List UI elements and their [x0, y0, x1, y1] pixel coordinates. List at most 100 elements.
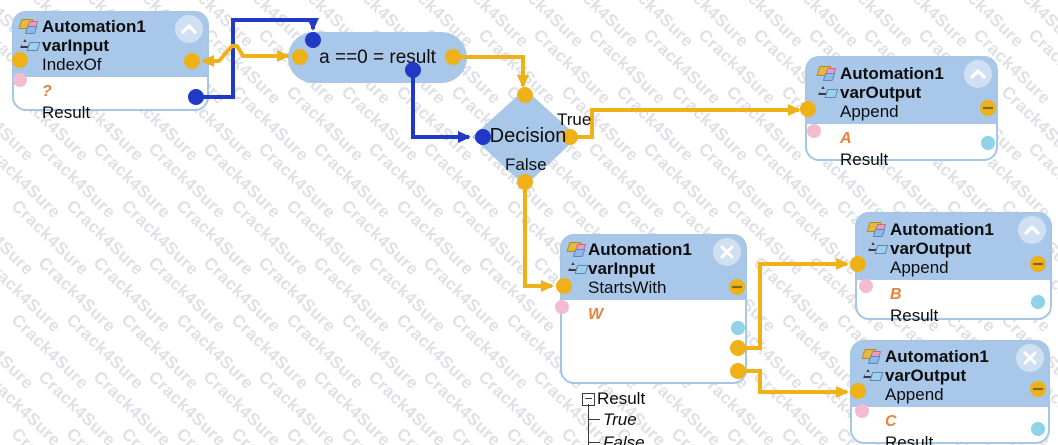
node-title: Automation1	[885, 347, 989, 366]
collapse-icon[interactable]	[175, 15, 203, 43]
port-result-cyan[interactable]	[981, 136, 995, 150]
node-header: Automation1 varOutput Append	[852, 342, 1048, 409]
variable-icon	[567, 261, 589, 277]
connector-true-to-append-a[interactable]	[570, 104, 801, 139]
node-subtitle: varInput	[42, 36, 110, 55]
port-result-cyan[interactable]	[731, 321, 745, 335]
port-decision-top-yellow[interactable]	[517, 87, 533, 103]
port-decision-false-yellow[interactable]	[517, 174, 533, 190]
node-title: Automation1	[840, 64, 944, 83]
node-header: Automation1 varOutput Append	[807, 58, 996, 126]
node-varinput-startswith[interactable]: Automation1 varInput StartsWith W Result…	[560, 234, 747, 445]
node-subtitle: varOutput	[840, 83, 922, 102]
node-title: Automation1	[588, 240, 692, 259]
tree-line	[588, 404, 589, 445]
port-decision-true-yellow[interactable]	[562, 129, 578, 145]
connector-result-to-expression[interactable]	[197, 18, 319, 99]
port-startswith-disabled-yellow[interactable]	[729, 279, 745, 295]
node-varoutput-a[interactable]: Automation1 varOutput Append A Result	[805, 56, 998, 169]
port-expression-right-yellow[interactable]	[445, 49, 461, 65]
port-value-pink[interactable]	[13, 73, 27, 87]
tree-root-label: Result	[597, 389, 646, 408]
decision-true-label: True	[557, 110, 592, 129]
variable-icon	[862, 368, 884, 384]
connector-expression-to-decision-top[interactable]	[453, 55, 529, 88]
decision-node[interactable]	[472, 89, 578, 186]
tree-line	[588, 419, 600, 420]
port-decision-left-blue[interactable]	[475, 129, 491, 145]
port-input-yellow[interactable]	[12, 52, 28, 68]
node-operation: StartsWith	[588, 278, 667, 297]
tree-line	[588, 442, 600, 443]
decision-label: Decision	[489, 125, 567, 147]
tree-child-false: False	[603, 433, 645, 445]
port-output-yellow[interactable]	[184, 53, 200, 69]
node-varoutput-c[interactable]: Automation1 varOutput Append C Result	[850, 340, 1050, 445]
result-tree: Result True False	[562, 390, 745, 445]
port-value-pink[interactable]	[555, 300, 569, 314]
node-operation: IndexOf	[42, 55, 102, 74]
port-value-pink[interactable]	[807, 124, 821, 138]
connector-indexof-expression[interactable]	[201, 44, 290, 67]
result-label: Result	[42, 103, 91, 122]
node-header: Automation1 varOutput Append	[857, 214, 1050, 282]
node-operation: Append	[890, 258, 949, 277]
activity-icon	[866, 221, 887, 237]
port-append-input-yellow[interactable]	[850, 383, 866, 399]
variable-letter: W	[588, 306, 604, 323]
node-title: Automation1	[42, 17, 146, 36]
port-result-cyan[interactable]	[1031, 295, 1045, 309]
node-subtitle: varOutput	[885, 366, 967, 385]
node-title: Automation1	[890, 220, 994, 239]
port-expression-top-blue[interactable]	[305, 32, 321, 48]
port-value-pink[interactable]	[859, 279, 873, 293]
variable-icon	[867, 241, 889, 257]
variable-icon	[817, 85, 839, 101]
node-operation: Append	[885, 385, 944, 404]
node-subtitle: varInput	[588, 259, 656, 278]
port-result-blue[interactable]	[188, 89, 204, 105]
result-label: Result	[840, 150, 889, 169]
port-false-yellow[interactable]	[730, 363, 746, 379]
variable-letter: C	[885, 413, 897, 430]
connector-true-to-append-b[interactable]	[738, 258, 849, 350]
activity-icon	[861, 348, 882, 364]
port-expression-left-yellow[interactable]	[292, 49, 308, 65]
tools-icon[interactable]	[713, 238, 741, 266]
node-subtitle: varOutput	[890, 239, 972, 258]
node-varinput-indexof[interactable]: Automation1 varInput IndexOf ? Result	[12, 11, 209, 122]
variable-letter: B	[890, 286, 902, 303]
result-label: Result	[885, 433, 934, 445]
activity-icon	[566, 241, 587, 257]
port-value-pink[interactable]	[855, 404, 869, 418]
port-append-input-yellow[interactable]	[850, 256, 866, 272]
decision-false-label: False	[505, 155, 547, 174]
tree-child-true: True	[603, 410, 637, 429]
node-varoutput-b[interactable]: Automation1 varOutput Append B Result	[855, 212, 1052, 325]
port-expression-bottom-blue[interactable]	[405, 62, 421, 78]
connector-false-to-append-c[interactable]	[738, 369, 849, 398]
port-result-cyan[interactable]	[1031, 422, 1045, 436]
connector-expression-to-decision[interactable]	[411, 72, 471, 143]
node-operation: Append	[840, 102, 899, 121]
result-label: Result	[890, 306, 939, 325]
node-header: Automation1 varInput StartsWith	[562, 236, 745, 302]
port-append-disabled-yellow[interactable]	[980, 100, 996, 116]
variable-letter: ?	[42, 83, 52, 100]
collapse-expander-icon[interactable]	[582, 392, 595, 406]
connector-false-to-startswith[interactable]	[523, 182, 554, 292]
variable-icon	[19, 38, 41, 54]
port-append-disabled-yellow[interactable]	[1030, 256, 1046, 272]
tools-icon[interactable]	[1016, 344, 1044, 372]
activity-icon	[18, 18, 39, 34]
collapse-icon[interactable]	[964, 60, 992, 88]
variable-letter: A	[840, 130, 852, 147]
collapse-icon[interactable]	[1018, 216, 1046, 244]
port-append-input-yellow[interactable]	[800, 101, 816, 117]
node-header: Automation1 varInput IndexOf	[14, 13, 207, 79]
expression-label: a ==0 = result	[319, 46, 436, 68]
port-true-yellow[interactable]	[730, 340, 746, 356]
port-startswith-input-yellow[interactable]	[556, 278, 572, 294]
port-append-disabled-yellow[interactable]	[1030, 381, 1046, 397]
